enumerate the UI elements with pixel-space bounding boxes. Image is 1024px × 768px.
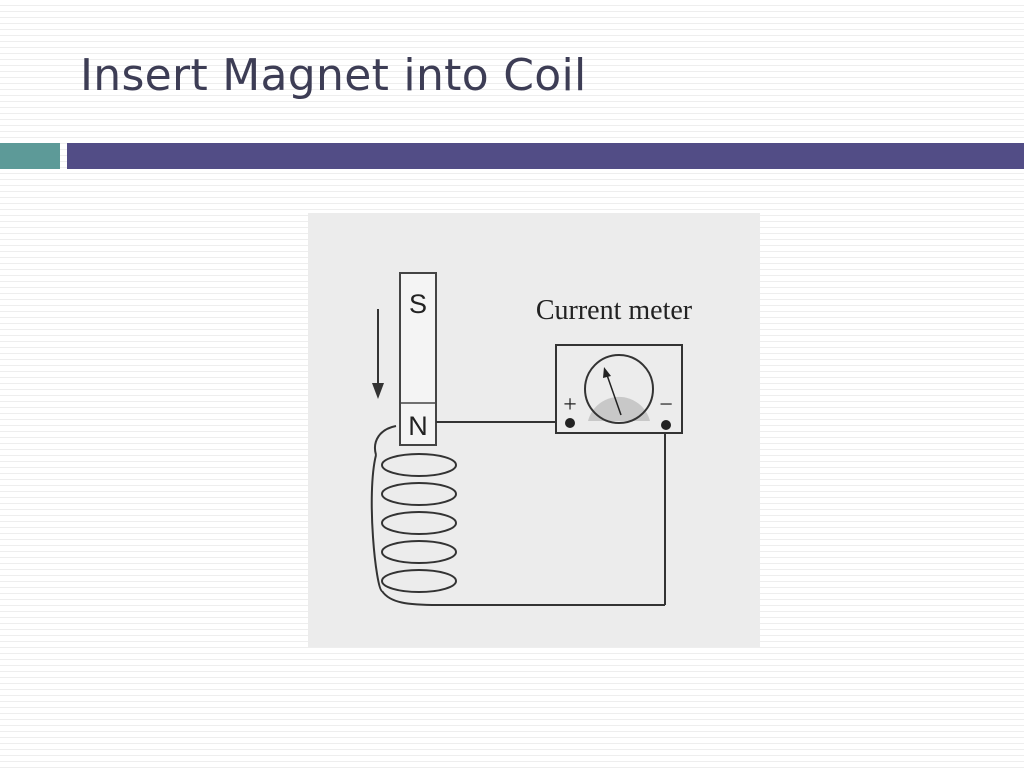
title-underline-accent: [0, 143, 60, 169]
circuit-wire: [436, 421, 666, 605]
meter-negative-terminal: [661, 420, 671, 430]
title-underline-bar: [67, 143, 1024, 169]
motion-arrow: [372, 309, 384, 399]
magnet-south-label: S: [409, 289, 427, 319]
meter-plus-label: +: [563, 392, 577, 418]
current-meter: [555, 344, 683, 434]
meter-minus-label: −: [659, 392, 673, 418]
coil: [370, 425, 665, 606]
slide-title: Insert Magnet into Coil: [80, 50, 587, 101]
induction-diagram: S N Current meter + −: [308, 213, 760, 647]
magnet-north-label: N: [408, 411, 428, 441]
meter-positive-terminal: [565, 418, 575, 428]
bar-magnet: [399, 272, 437, 446]
meter-label: Current meter: [536, 295, 693, 326]
diagram-background: [308, 213, 760, 647]
